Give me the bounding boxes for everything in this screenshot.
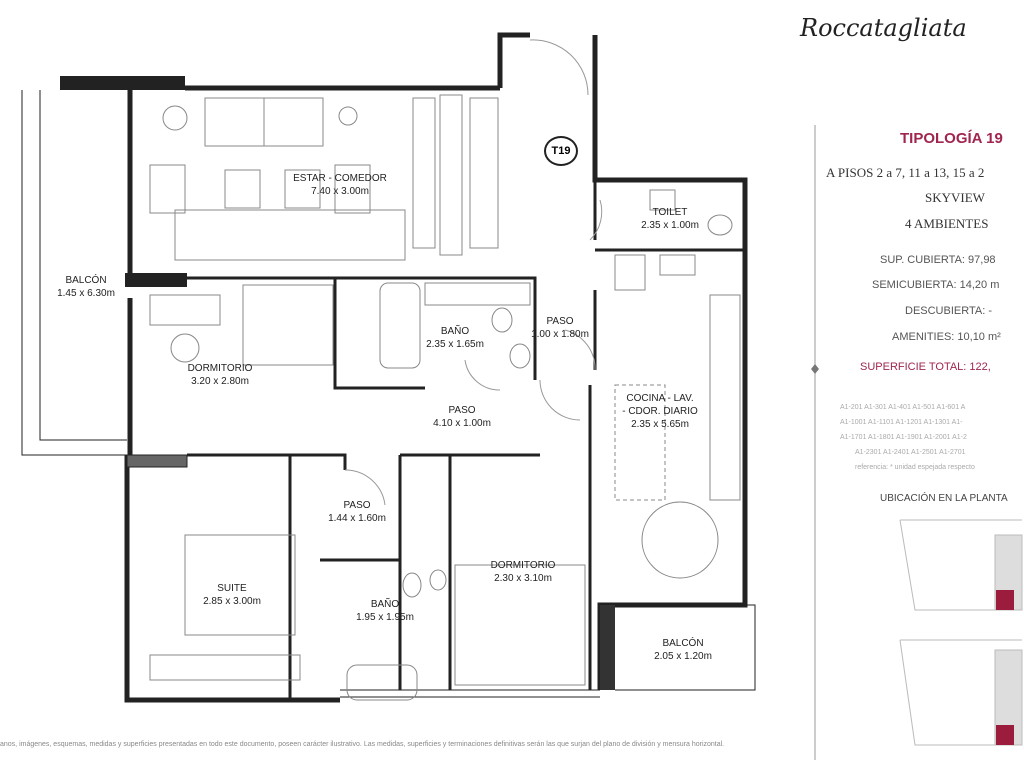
- semicubierta: SEMICUBIERTA: 14,20 m: [872, 279, 1000, 291]
- superficie-total: SUPERFICIE TOTAL: 122,: [860, 361, 991, 373]
- unit-list: A1-201 A1-301 A1-401 A1-501 A1-601 A: [840, 404, 966, 411]
- unit-tag: T19: [544, 136, 578, 166]
- descubierta: DESCUBIERTA: -: [905, 305, 992, 317]
- unit-list: A1-2301 A1-2401 A1-2501 A1-2701: [855, 449, 966, 456]
- view-text: SKYVIEW: [925, 190, 985, 205]
- typology-title: TIPOLOGÍA 19: [900, 130, 1003, 147]
- disclaimer: anos, imágenes, esquemas, medidas y supe…: [0, 741, 725, 748]
- reference-note: referencia: * unidad espejada respecto: [855, 464, 975, 471]
- unit-list: A1-1001 A1-1101 A1-1201 A1-1301 A1-: [840, 419, 963, 426]
- amenities: AMENITIES: 10,10 m²: [892, 331, 1001, 343]
- brand-logo: Roccatagliata: [800, 14, 967, 42]
- location-title: UBICACIÓN EN LA PLANTA: [880, 493, 1008, 504]
- floors-text: A PISOS 2 a 7, 11 a 13, 15 a 2: [826, 165, 985, 180]
- ambientes-text: 4 AMBIENTES: [905, 216, 989, 231]
- sup-cubierta: SUP. CUBIERTA: 97,98: [880, 254, 996, 266]
- unit-list: A1-1701 A1-1801 A1-1901 A1-2001 A1-2: [840, 434, 967, 441]
